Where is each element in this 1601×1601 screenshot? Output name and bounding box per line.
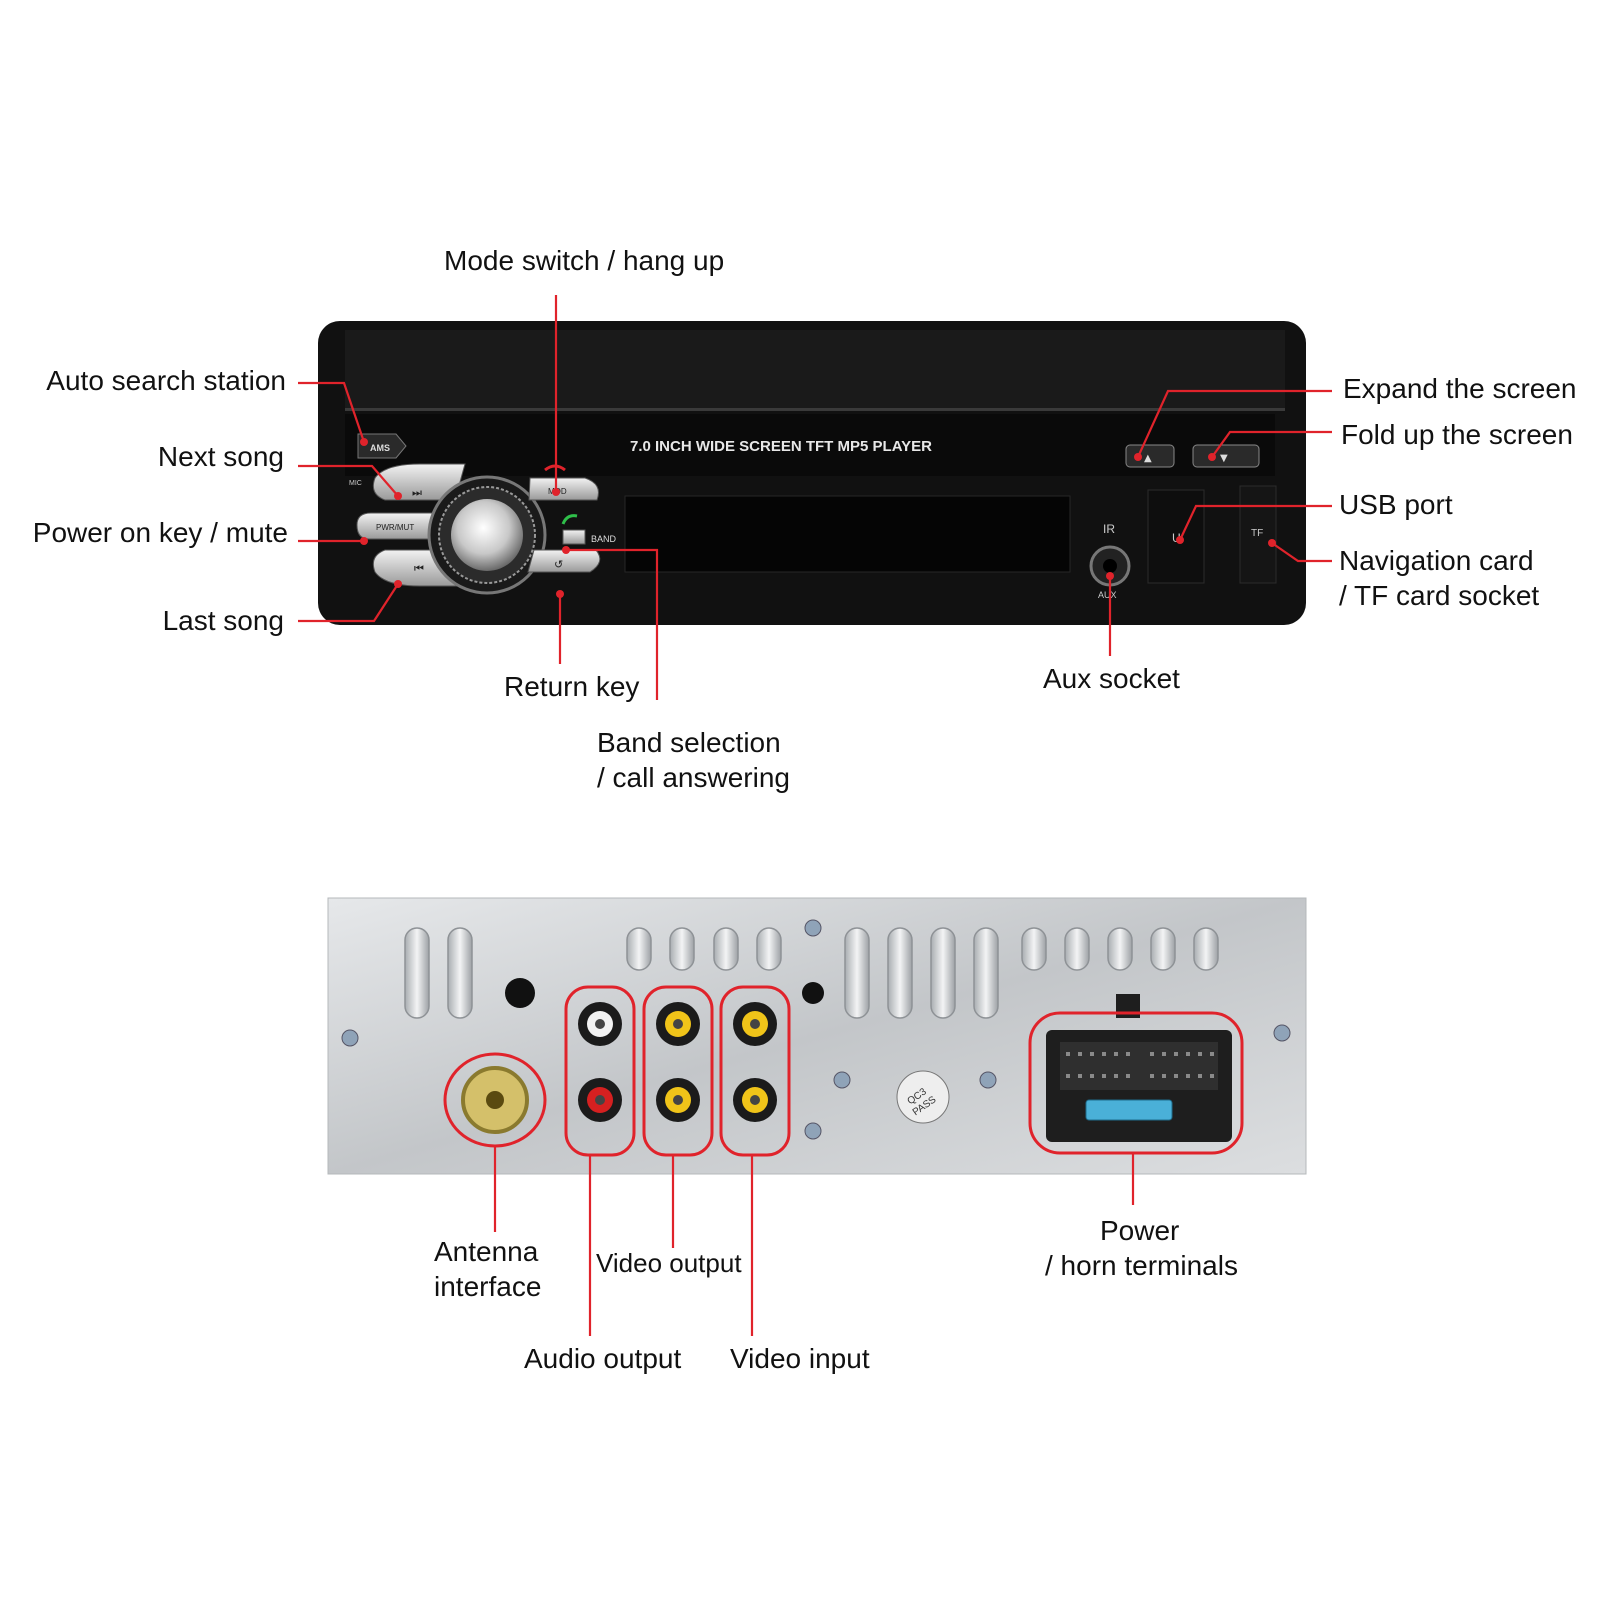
aux-label: AUX bbox=[1098, 590, 1117, 600]
leader-usb-port bbox=[1179, 504, 1332, 541]
expand-screen-icon: ▲ bbox=[1144, 453, 1152, 464]
rca-jack-white-pin bbox=[595, 1019, 605, 1029]
label-antenna-1: Antenna bbox=[434, 1236, 539, 1267]
video-output-jacks bbox=[656, 1002, 700, 1122]
ams-button[interactable] bbox=[357, 433, 407, 459]
leader-expand-screen bbox=[1136, 389, 1332, 458]
label-navigation-card-2: / TF card socket bbox=[1339, 580, 1540, 611]
rca-jack-red-pin bbox=[595, 1095, 605, 1105]
call-answer-icon bbox=[561, 514, 578, 525]
mic-label: MIC bbox=[349, 480, 362, 487]
label-power-horn-1: Power bbox=[1100, 1215, 1180, 1246]
usb-label: U bbox=[1172, 531, 1181, 545]
label-last-song: Last song bbox=[162, 605, 284, 636]
usb-port-cover[interactable] bbox=[1147, 489, 1205, 584]
leader-last-song bbox=[298, 583, 399, 623]
leader-dots bbox=[360, 438, 1276, 598]
ir-label: IR bbox=[1103, 522, 1115, 536]
label-return-key: Return key bbox=[504, 671, 640, 702]
audio-output-jacks bbox=[578, 1002, 622, 1122]
label-mode-switch: Mode switch / hang up bbox=[444, 245, 725, 276]
power-horn-connector[interactable] bbox=[1046, 994, 1232, 1142]
leader-navigation-card bbox=[1271, 542, 1332, 563]
ams-button-label: AMS bbox=[370, 443, 390, 453]
top-bezel-highlight bbox=[345, 408, 1285, 411]
next-song-icon: ⏭ bbox=[412, 486, 422, 499]
label-video-output: Video output bbox=[596, 1248, 742, 1278]
label-aux-socket: Aux socket bbox=[1043, 663, 1180, 694]
label-band-selection-1: Band selection bbox=[597, 727, 781, 758]
audio-output-highlight bbox=[564, 985, 636, 1157]
leader-lines bbox=[298, 295, 1332, 1336]
rca-jack-yellow-pin bbox=[673, 1019, 683, 1029]
expand-screen-button[interactable] bbox=[1125, 444, 1175, 468]
label-next-song: Next song bbox=[157, 441, 284, 472]
front-panel-title: 7.0 INCH WIDE SCREEN TFT MP5 PLAYER bbox=[630, 438, 932, 455]
label-audio-output: Audio output bbox=[524, 1343, 682, 1374]
label-power-horn-2: / horn terminals bbox=[1045, 1250, 1238, 1281]
screw-icon bbox=[804, 1122, 822, 1140]
label-band-selection-2: / call answering bbox=[597, 762, 790, 793]
label-navigation-card-1: Navigation card bbox=[1339, 545, 1534, 576]
leader-fold-screen bbox=[1211, 430, 1332, 458]
volume-knob-face bbox=[451, 499, 523, 571]
power-mute-label: PWR/MUT bbox=[376, 523, 414, 532]
display-strip bbox=[345, 414, 1275, 476]
power-horn-highlight bbox=[1028, 1011, 1244, 1155]
band-label: BAND bbox=[591, 534, 617, 544]
video-input-jacks bbox=[733, 1002, 777, 1122]
label-auto-search: Auto search station bbox=[46, 365, 286, 396]
screw-icon bbox=[833, 1071, 851, 1089]
vent-slots bbox=[404, 927, 1219, 1019]
screw-icon bbox=[804, 919, 822, 937]
antenna-center bbox=[486, 1091, 504, 1109]
leader-next-song bbox=[298, 464, 399, 497]
mount-hole bbox=[505, 978, 535, 1008]
connector-pin-row bbox=[1066, 1052, 1214, 1078]
label-expand-screen: Expand the screen bbox=[1343, 373, 1577, 404]
rca-jack-yellow-pin bbox=[750, 1095, 760, 1105]
connector-pins bbox=[1060, 1042, 1218, 1090]
rca-jack-yellow-pin bbox=[750, 1019, 760, 1029]
mode-switch-button[interactable] bbox=[528, 477, 599, 501]
label-video-input: Video input bbox=[730, 1343, 870, 1374]
fuse bbox=[1085, 1099, 1173, 1121]
leader-band-selection bbox=[566, 548, 659, 700]
screw-icon bbox=[979, 1071, 997, 1089]
top-bezel bbox=[345, 330, 1285, 410]
fold-screen-button[interactable] bbox=[1192, 444, 1260, 468]
video-input-highlight bbox=[719, 985, 791, 1157]
tf-label: TF bbox=[1251, 528, 1263, 539]
screen-window bbox=[624, 495, 1071, 573]
label-power-mute: Power on key / mute bbox=[32, 517, 288, 548]
screw-icon bbox=[1273, 1024, 1291, 1042]
video-output-highlight bbox=[642, 985, 714, 1157]
tf-card-cover[interactable] bbox=[1239, 485, 1277, 584]
mount-hole bbox=[802, 982, 824, 1004]
label-antenna-2: interface bbox=[434, 1271, 542, 1302]
fold-screen-icon: ▼ bbox=[1220, 453, 1228, 464]
rear-panel: QC3 PASS bbox=[327, 897, 1307, 1175]
rca-jack-yellow-pin bbox=[673, 1095, 683, 1105]
screw-icon bbox=[341, 1029, 359, 1047]
aux-socket-hole bbox=[1103, 559, 1117, 573]
label-fold-screen: Fold up the screen bbox=[1341, 419, 1573, 450]
highlight-outlines bbox=[443, 985, 1244, 1157]
qc-pass-sticker bbox=[896, 1070, 950, 1124]
last-song-icon: ⏮ bbox=[414, 562, 424, 575]
band-button[interactable] bbox=[562, 529, 586, 545]
return-icon: ↺ bbox=[554, 558, 563, 571]
front-panel: AMS MIC ⏭ PWR/MUT ⏮ MOD BAND ↺ 7.0 INCH … bbox=[318, 321, 1306, 625]
label-usb-port: USB port bbox=[1339, 489, 1453, 520]
leader-auto-search bbox=[298, 381, 366, 443]
